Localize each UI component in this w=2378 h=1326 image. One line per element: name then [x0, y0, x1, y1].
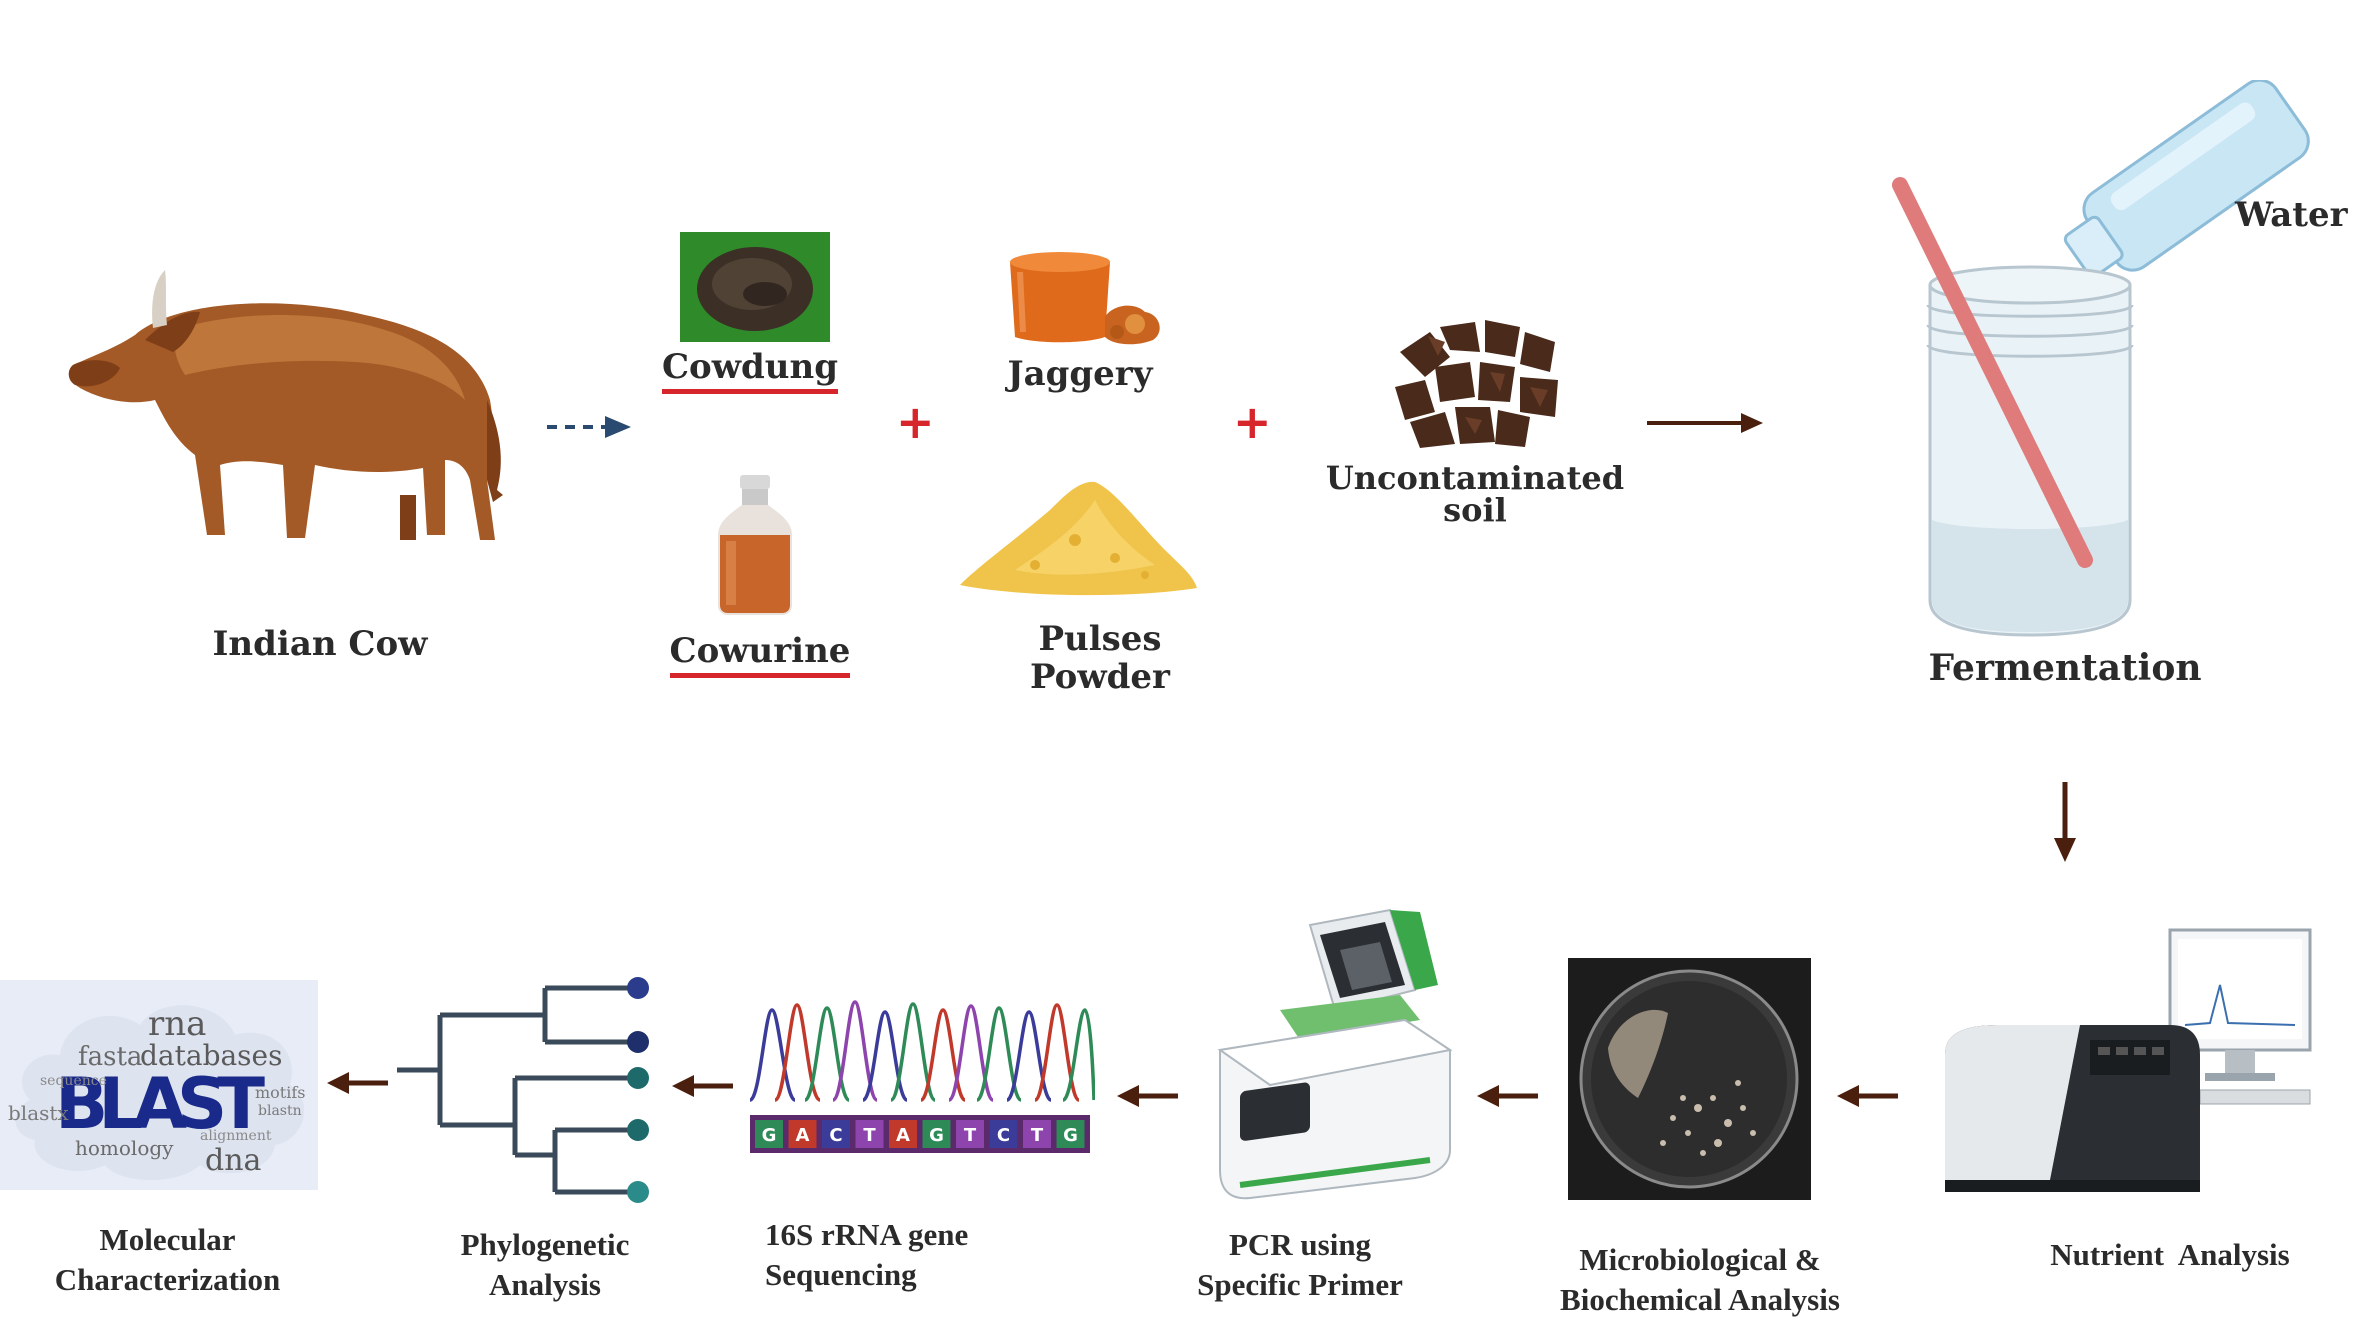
mol-line1: Molecular — [99, 1222, 236, 1257]
tree-node-2 — [627, 1031, 649, 1053]
soil-line1: Uncontaminated — [1325, 459, 1625, 497]
sequence-letter-box — [956, 1120, 984, 1148]
plus-sign-1: + — [896, 395, 935, 449]
blast-wordcloud-icon: rna fasta databases BLAST blastx homolog… — [0, 980, 318, 1190]
sequence-letter: T — [863, 1125, 876, 1146]
arrow-left-icon-1 — [1837, 1085, 1898, 1107]
phylogenetic-tree-icon — [397, 977, 649, 1203]
sequence-letter: T — [1031, 1125, 1044, 1146]
pulses-powder-icon — [960, 481, 1197, 596]
blast-word-motifs: motifs — [255, 1083, 305, 1102]
pcr-line2: Specific Primer — [1197, 1267, 1403, 1303]
nutrient-analysis-label: Nutrient Analysis — [2050, 1237, 2290, 1272]
molecular-label: Molecular Characterization — [20, 1220, 315, 1301]
soil-line2: soil — [1443, 491, 1507, 529]
pcr-label: PCR using Specific Primer — [1150, 1225, 1450, 1306]
sequence-letter: A — [796, 1125, 810, 1146]
fermentation-label: Fermentation — [1928, 647, 2202, 689]
blast-word-main: BLAST — [55, 1063, 265, 1145]
sequence-letter-box — [855, 1120, 884, 1148]
pcr-machine-icon — [1217, 908, 1453, 1200]
tree-node-5 — [627, 1181, 649, 1203]
arrow-left-icon-3 — [1117, 1085, 1178, 1107]
sequence-letter: C — [829, 1125, 842, 1146]
pulses-line1: Pulses — [1038, 619, 1162, 659]
pulses-line2: Powder — [1030, 657, 1170, 698]
mol-line2: Characterization — [54, 1262, 281, 1298]
blast-word-homology: homology — [75, 1136, 174, 1160]
arrow-down-icon — [2054, 782, 2076, 862]
sequence-letter: G — [762, 1125, 777, 1146]
sequence-letter-box — [1023, 1120, 1051, 1148]
seq-line2: Sequencing — [765, 1257, 917, 1293]
microbiological-label: Microbiological & Biochemical Analysis — [1510, 1240, 1890, 1321]
sequence-letter: G — [929, 1125, 944, 1146]
tree-node-3 — [627, 1067, 649, 1089]
blast-word-blastx: blastx — [8, 1101, 69, 1125]
seq-line1: 16S rRNA gene — [765, 1217, 969, 1252]
blast-word-dna: dna — [205, 1143, 262, 1178]
micro-line1: Microbiological & — [1579, 1242, 1821, 1277]
cowdung-label: Cowdung — [660, 347, 840, 394]
water-label: Water — [2235, 195, 2348, 235]
pcr-line1: PCR using — [1228, 1227, 1372, 1262]
cowdung-icon — [680, 232, 830, 342]
cowurine-text: Cowurine — [669, 631, 851, 678]
cowurine-bottle-icon — [718, 475, 792, 615]
dashed-arrow-icon — [547, 416, 631, 438]
phylogenetic-label: Phylogenetic Analysis — [395, 1225, 695, 1306]
phylo-line2: Analysis — [489, 1267, 601, 1303]
arrow-left-icon-4 — [672, 1075, 733, 1097]
soil-icon — [1395, 320, 1558, 448]
phylo-line1: Phylogenetic — [460, 1227, 630, 1262]
tree-node-1 — [627, 977, 649, 999]
tree-node-4 — [627, 1119, 649, 1141]
sequence-letter-box — [1056, 1120, 1085, 1148]
sequence-letter: G — [1063, 1125, 1078, 1146]
cowurine-label: Cowurine — [660, 631, 860, 678]
sequence-letter-box — [755, 1120, 783, 1148]
blast-word-alignment: alignment — [200, 1128, 272, 1144]
jaggery-icon — [1010, 252, 1160, 345]
plus-sign-2: + — [1233, 395, 1272, 449]
sequence-letter-box — [788, 1120, 817, 1148]
blast-word-blastn: blastn — [258, 1103, 302, 1119]
indian-cow-label: Indian Cow — [212, 624, 428, 664]
sequence-letter-box — [922, 1120, 951, 1148]
spectrophotometer-icon — [1945, 928, 2312, 1192]
arrow-right-icon — [1647, 413, 1763, 433]
blast-word-databases: databases — [140, 1039, 283, 1072]
cowdung-text: Cowdung — [662, 347, 838, 394]
micro-line2: Biochemical Analysis — [1560, 1282, 1840, 1318]
indian-cow-icon — [68, 270, 503, 540]
sequence-letter-box — [889, 1120, 917, 1148]
sequence-letter: T — [964, 1125, 977, 1146]
sequence-letter-box — [822, 1120, 850, 1148]
sequencing-label: 16S rRNA gene Sequencing — [765, 1215, 1065, 1296]
fermentation-jar-icon — [1892, 80, 2310, 637]
sequence-letter-box — [989, 1120, 1018, 1148]
arrow-left-icon-2 — [1477, 1085, 1538, 1107]
blast-word-sequence: sequence — [40, 1073, 107, 1089]
blast-word-fasta: fasta — [78, 1042, 142, 1072]
sequence-letter: C — [997, 1125, 1010, 1146]
blast-word-rna: rna — [148, 1004, 206, 1044]
arrow-left-icon-5 — [327, 1072, 388, 1094]
jaggery-label: Jaggery — [1007, 354, 1153, 394]
soil-label: Uncontaminated soil — [1310, 462, 1640, 526]
sequence-letter: A — [896, 1125, 910, 1146]
petri-dish-icon — [1568, 958, 1811, 1200]
pulses-powder-label: Pulses Powder — [1000, 620, 1200, 696]
